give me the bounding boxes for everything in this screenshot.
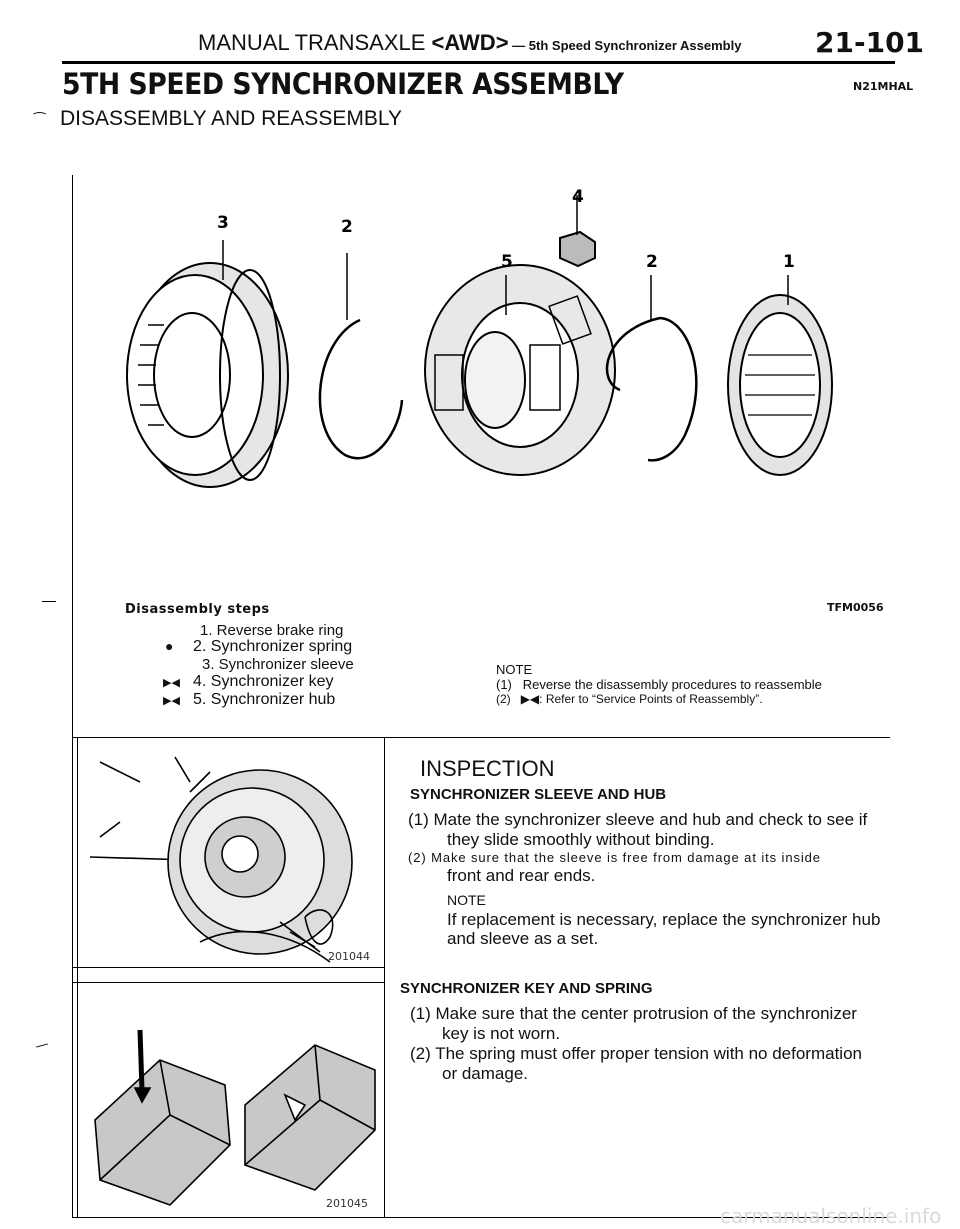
figure-divider — [72, 737, 890, 738]
page-number: 21-101 — [815, 26, 925, 59]
header-section: 5th Speed Synchronizer Assembly — [528, 38, 742, 53]
callout-1: 1 — [783, 252, 795, 272]
margin-tick-2 — [36, 1043, 48, 1048]
section-2-item-2: (2) The spring must offer proper tension… — [410, 1044, 862, 1063]
step-3: 3. Synchronizer sleeve — [202, 656, 354, 673]
note-item-2-text: ▶◀: Refer to “Service Points of Reassemb… — [520, 692, 763, 706]
step-4: ▶◀ 4. Synchronizer key — [163, 673, 334, 691]
photo-sleeve-hub-drawing — [89, 756, 353, 963]
inspection-heading: INSPECTION — [420, 756, 555, 781]
step-3-text: 3. Synchronizer sleeve — [202, 656, 354, 673]
header-awd: <AWD> — [431, 30, 509, 55]
step-2-mark: ● — [165, 638, 174, 654]
step-1-text: 1. Reverse brake ring — [200, 622, 344, 639]
spring-right-drawing — [605, 316, 698, 462]
step-2: ● 2. Synchronizer spring — [165, 638, 353, 656]
note-item-2-num: (2) — [496, 692, 511, 706]
note-item-1-text: Reverse the disassembly procedures to re… — [522, 677, 822, 692]
left-frame-line-inner — [77, 738, 78, 1218]
photo-1-code: 201044 — [328, 950, 370, 963]
margin-tick — [42, 601, 56, 602]
section-2-item-1b: key is not worn. — [442, 1024, 561, 1043]
disassembly-heading: Disassembly steps — [125, 602, 270, 617]
section-1-item-2: (2) Make sure that the sleeve is free fr… — [408, 850, 821, 865]
figure-code: TFM0056 — [827, 601, 884, 614]
section-1-note-label: NOTE — [447, 892, 486, 908]
step-5-mark: ▶◀ — [163, 695, 180, 707]
watermark: carmanualsonline.info — [720, 1204, 942, 1228]
photo-column-border — [384, 738, 385, 1218]
callout-4: 4 — [572, 187, 584, 207]
margin-mark: ⁀ — [34, 112, 46, 128]
callout-5: 5 — [501, 252, 513, 272]
section-2-item-2b: or damage. — [442, 1064, 528, 1083]
synchronizer-hub-drawing — [424, 264, 616, 476]
header-prefix: MANUAL TRANSAXLE — [198, 30, 432, 55]
note-label: NOTE — [496, 662, 533, 677]
section-1-item-1: (1) Mate the synchronizer sleeve and hub… — [408, 810, 868, 829]
photo-keys-drawing — [94, 1029, 376, 1206]
section-subtitle: DISASSEMBLY AND REASSEMBLY — [60, 107, 402, 130]
synchronizer-sleeve-drawing — [126, 262, 289, 488]
page-title: 5TH SPEED SYNCHRONIZER ASSEMBLY — [62, 67, 624, 101]
note-item-1: (1) Reverse the disassembly procedures t… — [496, 677, 822, 692]
photo-divider-2 — [72, 982, 384, 983]
section-1-title: SYNCHRONIZER SLEEVE AND HUB — [410, 786, 667, 803]
callout-2b: 2 — [646, 252, 658, 272]
step-2-text: 2. Synchronizer spring — [193, 638, 353, 655]
header-rule — [62, 61, 895, 64]
section-1-item-2b: front and rear ends. — [447, 866, 596, 885]
doc-code: N21MHAL — [853, 80, 914, 93]
callout-3: 3 — [217, 213, 229, 233]
note-item-2: (2) ▶◀: Refer to “Service Points of Reas… — [496, 692, 763, 706]
section-1-note-line-1: If replacement is necessary, replace the… — [447, 910, 881, 929]
section-1-item-1b: they slide smoothly without binding. — [447, 830, 715, 849]
section-2-title: SYNCHRONIZER KEY AND SPRING — [400, 980, 653, 997]
step-4-mark: ▶◀ — [163, 677, 180, 689]
photo-2-code: 201045 — [326, 1197, 368, 1210]
reverse-brake-ring-drawing — [727, 294, 833, 476]
step-5-text: 5. Synchronizer hub — [193, 691, 336, 708]
step-4-text: 4. Synchronizer key — [193, 673, 334, 690]
section-2-item-1: (1) Make sure that the center protrusion… — [410, 1004, 857, 1023]
spring-left-drawing — [318, 318, 404, 460]
exploded-view-figure: 3 2 4 5 2 1 — [126, 187, 833, 488]
callout-2a: 2 — [341, 217, 353, 237]
step-1: 1. Reverse brake ring — [200, 622, 343, 639]
bottom-rule — [72, 1217, 890, 1218]
note-item-1-num: (1) — [496, 677, 512, 692]
photo-divider — [72, 967, 384, 968]
left-frame-line — [72, 175, 73, 1218]
synchronizer-key-drawing — [559, 195, 596, 268]
running-header: MANUAL TRANSAXLE <AWD> — 5th Speed Synch… — [198, 30, 741, 56]
step-5: ▶◀ 5. Synchronizer hub — [163, 691, 336, 709]
header-dash: — — [508, 38, 529, 53]
section-1-note-line-2: and sleeve as a set. — [447, 929, 599, 948]
